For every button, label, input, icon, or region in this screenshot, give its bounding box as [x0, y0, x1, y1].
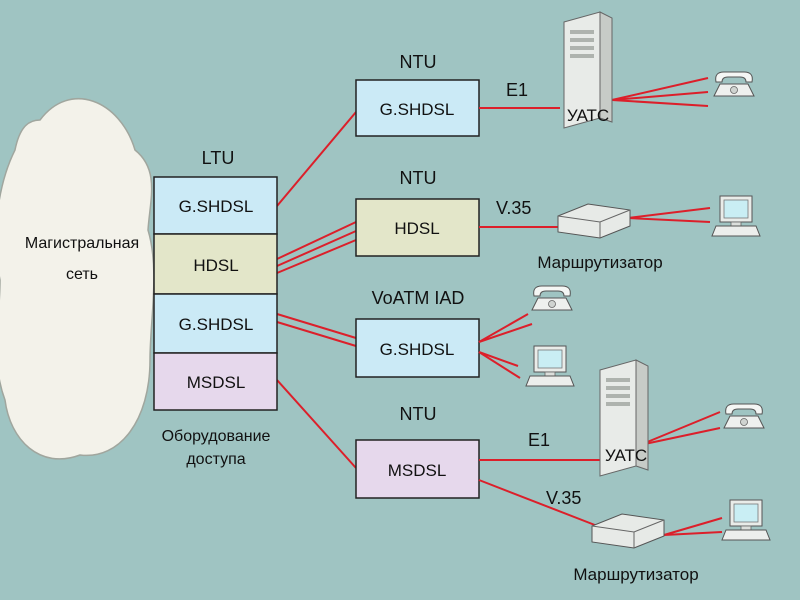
ltu-row-gshdsl-1: [153, 176, 278, 235]
telephone-icon: [713, 71, 755, 97]
node-label: G.SHDSL: [380, 100, 455, 119]
node-header: VoATM IAD: [372, 288, 465, 308]
ntu-node: NTU MSDSL: [355, 404, 480, 499]
telephone-icon: [723, 403, 765, 429]
ltu-row-label: HDSL: [193, 256, 238, 275]
ltu-row-gshdsl-2: [153, 293, 278, 354]
pbx-label: УАТС: [567, 106, 609, 125]
ltu-row-label: MSDSL: [187, 373, 246, 392]
v35-label: V.35: [546, 488, 581, 508]
router-label: Маршрутизатор: [537, 253, 662, 272]
ltu-stack: [153, 176, 278, 411]
pbx-label: УАТС: [605, 446, 647, 465]
telephone-icon: [531, 285, 573, 311]
e1-label: E1: [506, 80, 528, 100]
ltu-row-hdsl: [153, 233, 278, 295]
node-label: G.SHDSL: [380, 340, 455, 359]
cloud-label-line2: сеть: [66, 266, 98, 283]
node-label: MSDSL: [388, 461, 447, 480]
node-box: [355, 198, 480, 257]
node-header: NTU: [400, 404, 437, 424]
node-label: HDSL: [394, 219, 439, 238]
cloud-label-line1: Магистральная: [25, 235, 139, 252]
router-icon: [591, 513, 665, 549]
node-header: NTU: [400, 52, 437, 72]
v35-label: V.35: [496, 198, 531, 218]
router-icon: [557, 203, 631, 239]
iad-node: VoATM IAD G.SHDSL: [355, 288, 480, 378]
node-header: NTU: [400, 168, 437, 188]
ltu-row-msdsl: [153, 352, 278, 411]
computer-icon: [525, 345, 575, 387]
ltu-caption-line2: доступа: [186, 451, 245, 468]
ltu-title: LTU: [202, 148, 235, 168]
computer-icon: [711, 195, 761, 237]
node-box: [355, 79, 480, 137]
e1-label: E1: [528, 430, 550, 450]
right-links: [478, 77, 723, 536]
node-box: [355, 318, 480, 378]
computer-icon: [721, 499, 771, 541]
backbone-cloud-icon: [0, 98, 155, 460]
router-label: Маршрутизатор: [573, 565, 698, 584]
ntu-node: NTU HDSL: [355, 168, 480, 257]
ltu-caption-line1: Оборудование: [162, 428, 271, 445]
ltu-row-label: G.SHDSL: [179, 197, 254, 216]
node-box: [355, 439, 480, 499]
ltu-links: [276, 111, 357, 469]
ntu-node: NTU G.SHDSL: [355, 52, 480, 137]
ltu-row-label: G.SHDSL: [179, 315, 254, 334]
